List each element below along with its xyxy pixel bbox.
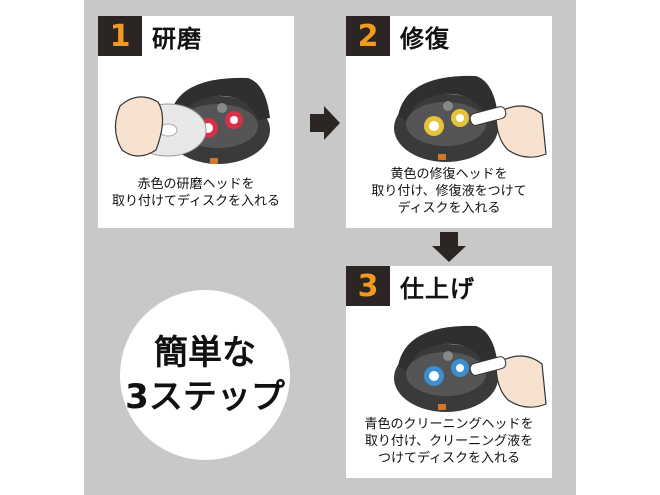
step-header-3: 3 仕上げ bbox=[346, 266, 475, 306]
step-caption-1: 赤色の研磨ヘッドを 取り付けてディスクを入れる bbox=[111, 177, 281, 209]
arrow-right-icon bbox=[310, 106, 340, 140]
hand-icon bbox=[114, 96, 164, 157]
step-number-3: 3 bbox=[346, 266, 390, 306]
device-illustration-1 bbox=[114, 77, 270, 164]
step-caption-2: 黄色の修復ヘッドを 取り付け、修復液をつけて ディスクを入れる bbox=[371, 167, 527, 216]
step-panel-2: 2 修復 黄色の修復ヘッドを 取り付け、修復液をつけて ディスクを入れる bbox=[346, 16, 552, 228]
step-number-1: 1 bbox=[98, 16, 142, 56]
step-title-3: 仕上げ bbox=[400, 274, 475, 303]
arrow-down-icon bbox=[432, 232, 466, 262]
device-illustration-3 bbox=[394, 325, 547, 412]
bottle-icon bbox=[469, 106, 507, 126]
bottle-icon bbox=[469, 356, 507, 376]
step-header-2: 2 修復 bbox=[346, 16, 450, 56]
step-panel-1: 1 研磨 赤色の研磨ヘッドを 取り付けてディスクを入れる bbox=[98, 16, 294, 228]
summary-badge-text: 簡単な 3ステップ bbox=[125, 333, 285, 417]
hand-icon bbox=[495, 105, 547, 158]
step-caption-3: 青色のクリーニングヘッドを 取り付け、クリーニング液を つけてディスクを入れる bbox=[364, 417, 534, 466]
summary-badge: 簡単な 3ステップ bbox=[120, 290, 290, 460]
infographic-canvas: 1 研磨 赤色の研磨ヘッドを 取り付けてディスクを入れる bbox=[84, 0, 576, 495]
step-header-1: 1 研磨 bbox=[98, 16, 202, 56]
hand-icon bbox=[495, 355, 547, 408]
device-illustration-2 bbox=[394, 75, 547, 162]
step-number-2: 2 bbox=[346, 16, 390, 56]
step-title-2: 修復 bbox=[400, 24, 450, 53]
step-title-1: 研磨 bbox=[152, 24, 202, 53]
step-panel-3: 3 仕上げ 青色のクリーニングヘッドを 取り付け、クリーニング液を つけてディス… bbox=[346, 266, 552, 478]
